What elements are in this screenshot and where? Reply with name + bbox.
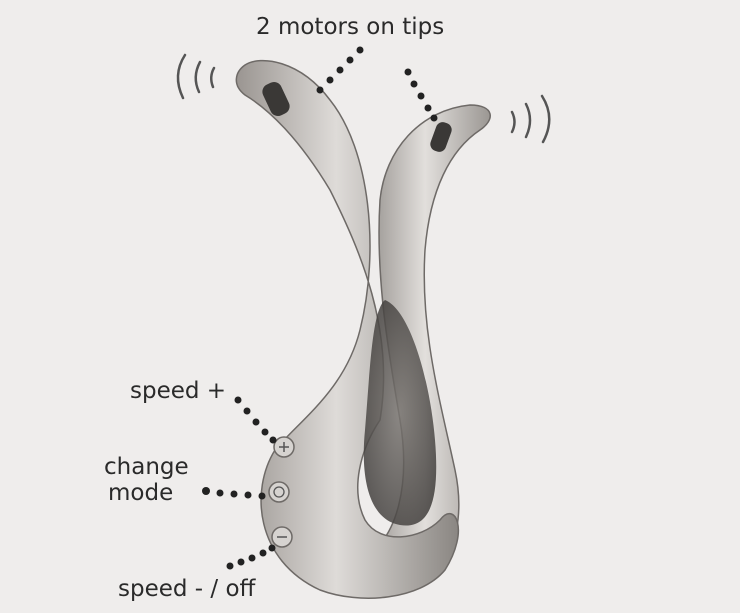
leader-dots (202, 46, 438, 570)
label-speed-plus: speed + (130, 378, 227, 404)
button-change-mode[interactable] (268, 481, 290, 503)
vibration-icon-right (510, 94, 551, 144)
button-speed-plus[interactable] (273, 436, 295, 458)
motor-right (430, 122, 452, 152)
label-motors: 2 motors on tips (256, 14, 445, 40)
label-change-mode-2: mode (108, 480, 174, 506)
vibration-icon-left (176, 53, 216, 100)
label-change-mode-1: change (104, 454, 189, 480)
left-arm (235, 59, 460, 599)
label-speed-minus-off: speed - / off (118, 576, 256, 602)
motor-left (262, 81, 290, 117)
button-speed-minus[interactable] (271, 526, 293, 548)
inner-opening (363, 300, 437, 526)
